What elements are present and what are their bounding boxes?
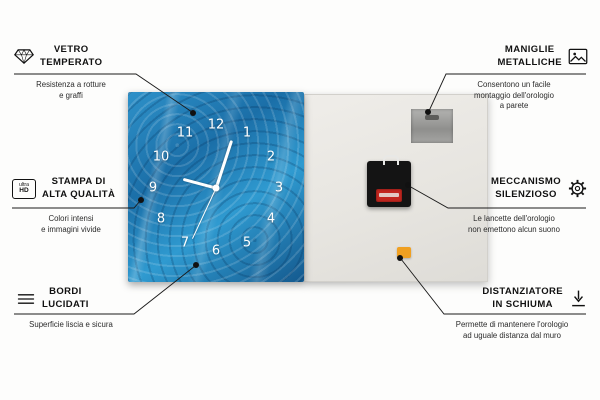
arrow-down-to-wall-icon [569, 289, 588, 308]
layers-icon [16, 291, 36, 307]
metal-hanger-plate [411, 109, 453, 143]
clock-number: 7 [180, 235, 190, 251]
callout-subtitle: Superficie liscia e sicura [29, 320, 113, 329]
clock-number: 10 [152, 149, 170, 165]
callout-foam-spacer: DISTANZIATORE IN SCHIUMA Permette di man… [438, 286, 588, 340]
callout-silent-mechanism: MECCANISMO SILENZIOSO Le lancette dell'o… [442, 176, 588, 234]
ultra-hd-icon: ultra HD [12, 178, 36, 199]
callout-title: BORDI LUCIDATI [42, 286, 89, 310]
clock-number: 3 [274, 180, 284, 196]
callout-title: VETRO TEMPERATO [40, 44, 103, 68]
callout-metal-handles: MANIGLIE METALLICHE Consentono un facile… [440, 44, 588, 110]
callout-polished-edges: BORDI LUCIDATI Superficie liscia e sicur… [6, 286, 136, 329]
ultra-hd-label: ultra [18, 181, 30, 188]
clock-number: 6 [211, 243, 221, 259]
clock-number: 8 [156, 211, 166, 227]
hour-hand [182, 177, 217, 190]
callout-print-quality: ultra HD STAMPA DI ALTA QUALITÀ Colori i… [6, 176, 136, 234]
clock-number: 5 [242, 235, 252, 251]
callout-tempered-glass: VETRO TEMPERATO Resistenza a rotture e g… [6, 44, 136, 100]
callout-title: STAMPA DI ALTA QUALITÀ [42, 176, 116, 200]
clock-number: 11 [176, 125, 194, 141]
callout-subtitle: Consentono un facile montaggio dell'orol… [474, 80, 554, 111]
diamond-icon [14, 48, 34, 65]
hanger-slot [425, 115, 439, 120]
mechanism-hanging-loop [383, 155, 399, 165]
callout-subtitle: Resistenza a rotture e graffi [36, 80, 106, 100]
clock-number: 1 [242, 125, 252, 141]
clock-mechanism [367, 155, 411, 207]
clock-number: 4 [266, 211, 276, 227]
clock-number: 9 [148, 180, 158, 196]
clock-center-cap [212, 184, 220, 192]
callout-subtitle: Colori intensi e immagini vivide [41, 214, 101, 234]
callout-title: MANIGLIE METALLICHE [497, 44, 562, 68]
battery-label [379, 193, 399, 197]
clock-number: 12 [207, 117, 225, 133]
clock-number: 2 [266, 149, 276, 165]
callout-title: MECCANISMO SILENZIOSO [491, 176, 561, 200]
foam-spacer [397, 247, 411, 258]
second-hand [191, 187, 217, 240]
hd-label: HD [19, 187, 29, 195]
gear-icon [567, 178, 588, 199]
picture-frame-icon [568, 48, 588, 65]
minute-hand [214, 140, 233, 189]
clock-product-image: 12 1 2 3 4 5 6 7 8 9 10 11 [128, 92, 488, 282]
callout-subtitle: Permette di mantenere l'orologio ad ugua… [455, 320, 569, 340]
clock-face: 12 1 2 3 4 5 6 7 8 9 10 11 [128, 92, 304, 282]
battery [376, 189, 402, 202]
callout-title: DISTANZIATORE IN SCHIUMA [482, 286, 563, 310]
callout-subtitle: Le lancette dell'orologio non emettono a… [468, 214, 560, 234]
